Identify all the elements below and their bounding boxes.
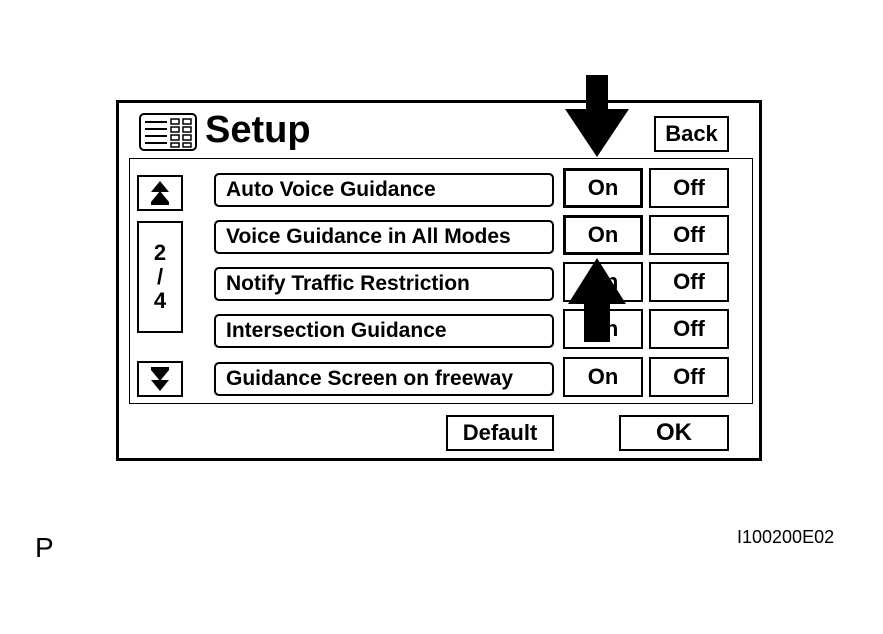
setting-label-guidance-screen-freeway: Guidance Screen on freeway — [214, 362, 554, 396]
auto-voice-guidance-off-button[interactable]: Off — [649, 168, 729, 208]
ok-button[interactable]: OK — [619, 415, 729, 451]
guidance-screen-freeway-on-button[interactable]: On — [563, 357, 643, 397]
page-current: 2 — [153, 240, 167, 265]
setup-screen: Setup Back 2 / 4 Auto Voice Guidance On … — [116, 100, 762, 461]
settings-panel — [129, 158, 753, 404]
setting-label-notify-traffic-restriction: Notify Traffic Restriction — [214, 267, 554, 301]
scroll-up-button[interactable] — [137, 175, 183, 211]
notify-traffic-restriction-off-button[interactable]: Off — [649, 262, 729, 302]
setting-label-voice-guidance-all-modes: Voice Guidance in All Modes — [214, 220, 554, 254]
page-title: Setup — [205, 109, 311, 151]
voice-guidance-all-modes-on-button[interactable]: On — [563, 215, 643, 255]
page-separator: / — [156, 264, 164, 289]
voice-guidance-all-modes-off-button[interactable]: Off — [649, 215, 729, 255]
figure-id: I100200E02 — [737, 527, 835, 547]
scroll-up-icon — [151, 181, 169, 205]
arrow-up-icon — [568, 258, 626, 342]
back-button[interactable]: Back — [654, 116, 729, 152]
scroll-down-icon — [151, 367, 169, 391]
setting-label-intersection-guidance: Intersection Guidance — [214, 314, 554, 348]
scroll-down-button[interactable] — [137, 361, 183, 397]
setting-label-auto-voice-guidance: Auto Voice Guidance — [214, 173, 554, 207]
default-button[interactable]: Default — [446, 415, 554, 451]
corner-letter: P — [35, 532, 54, 563]
intersection-guidance-off-button[interactable]: Off — [649, 309, 729, 349]
page-total: 4 — [153, 288, 167, 313]
guidance-screen-freeway-off-button[interactable]: Off — [649, 357, 729, 397]
menu-list-icon — [139, 113, 197, 151]
auto-voice-guidance-on-button[interactable]: On — [563, 168, 643, 208]
arrow-down-icon — [565, 75, 629, 157]
page-indicator: 2 / 4 — [137, 221, 183, 333]
